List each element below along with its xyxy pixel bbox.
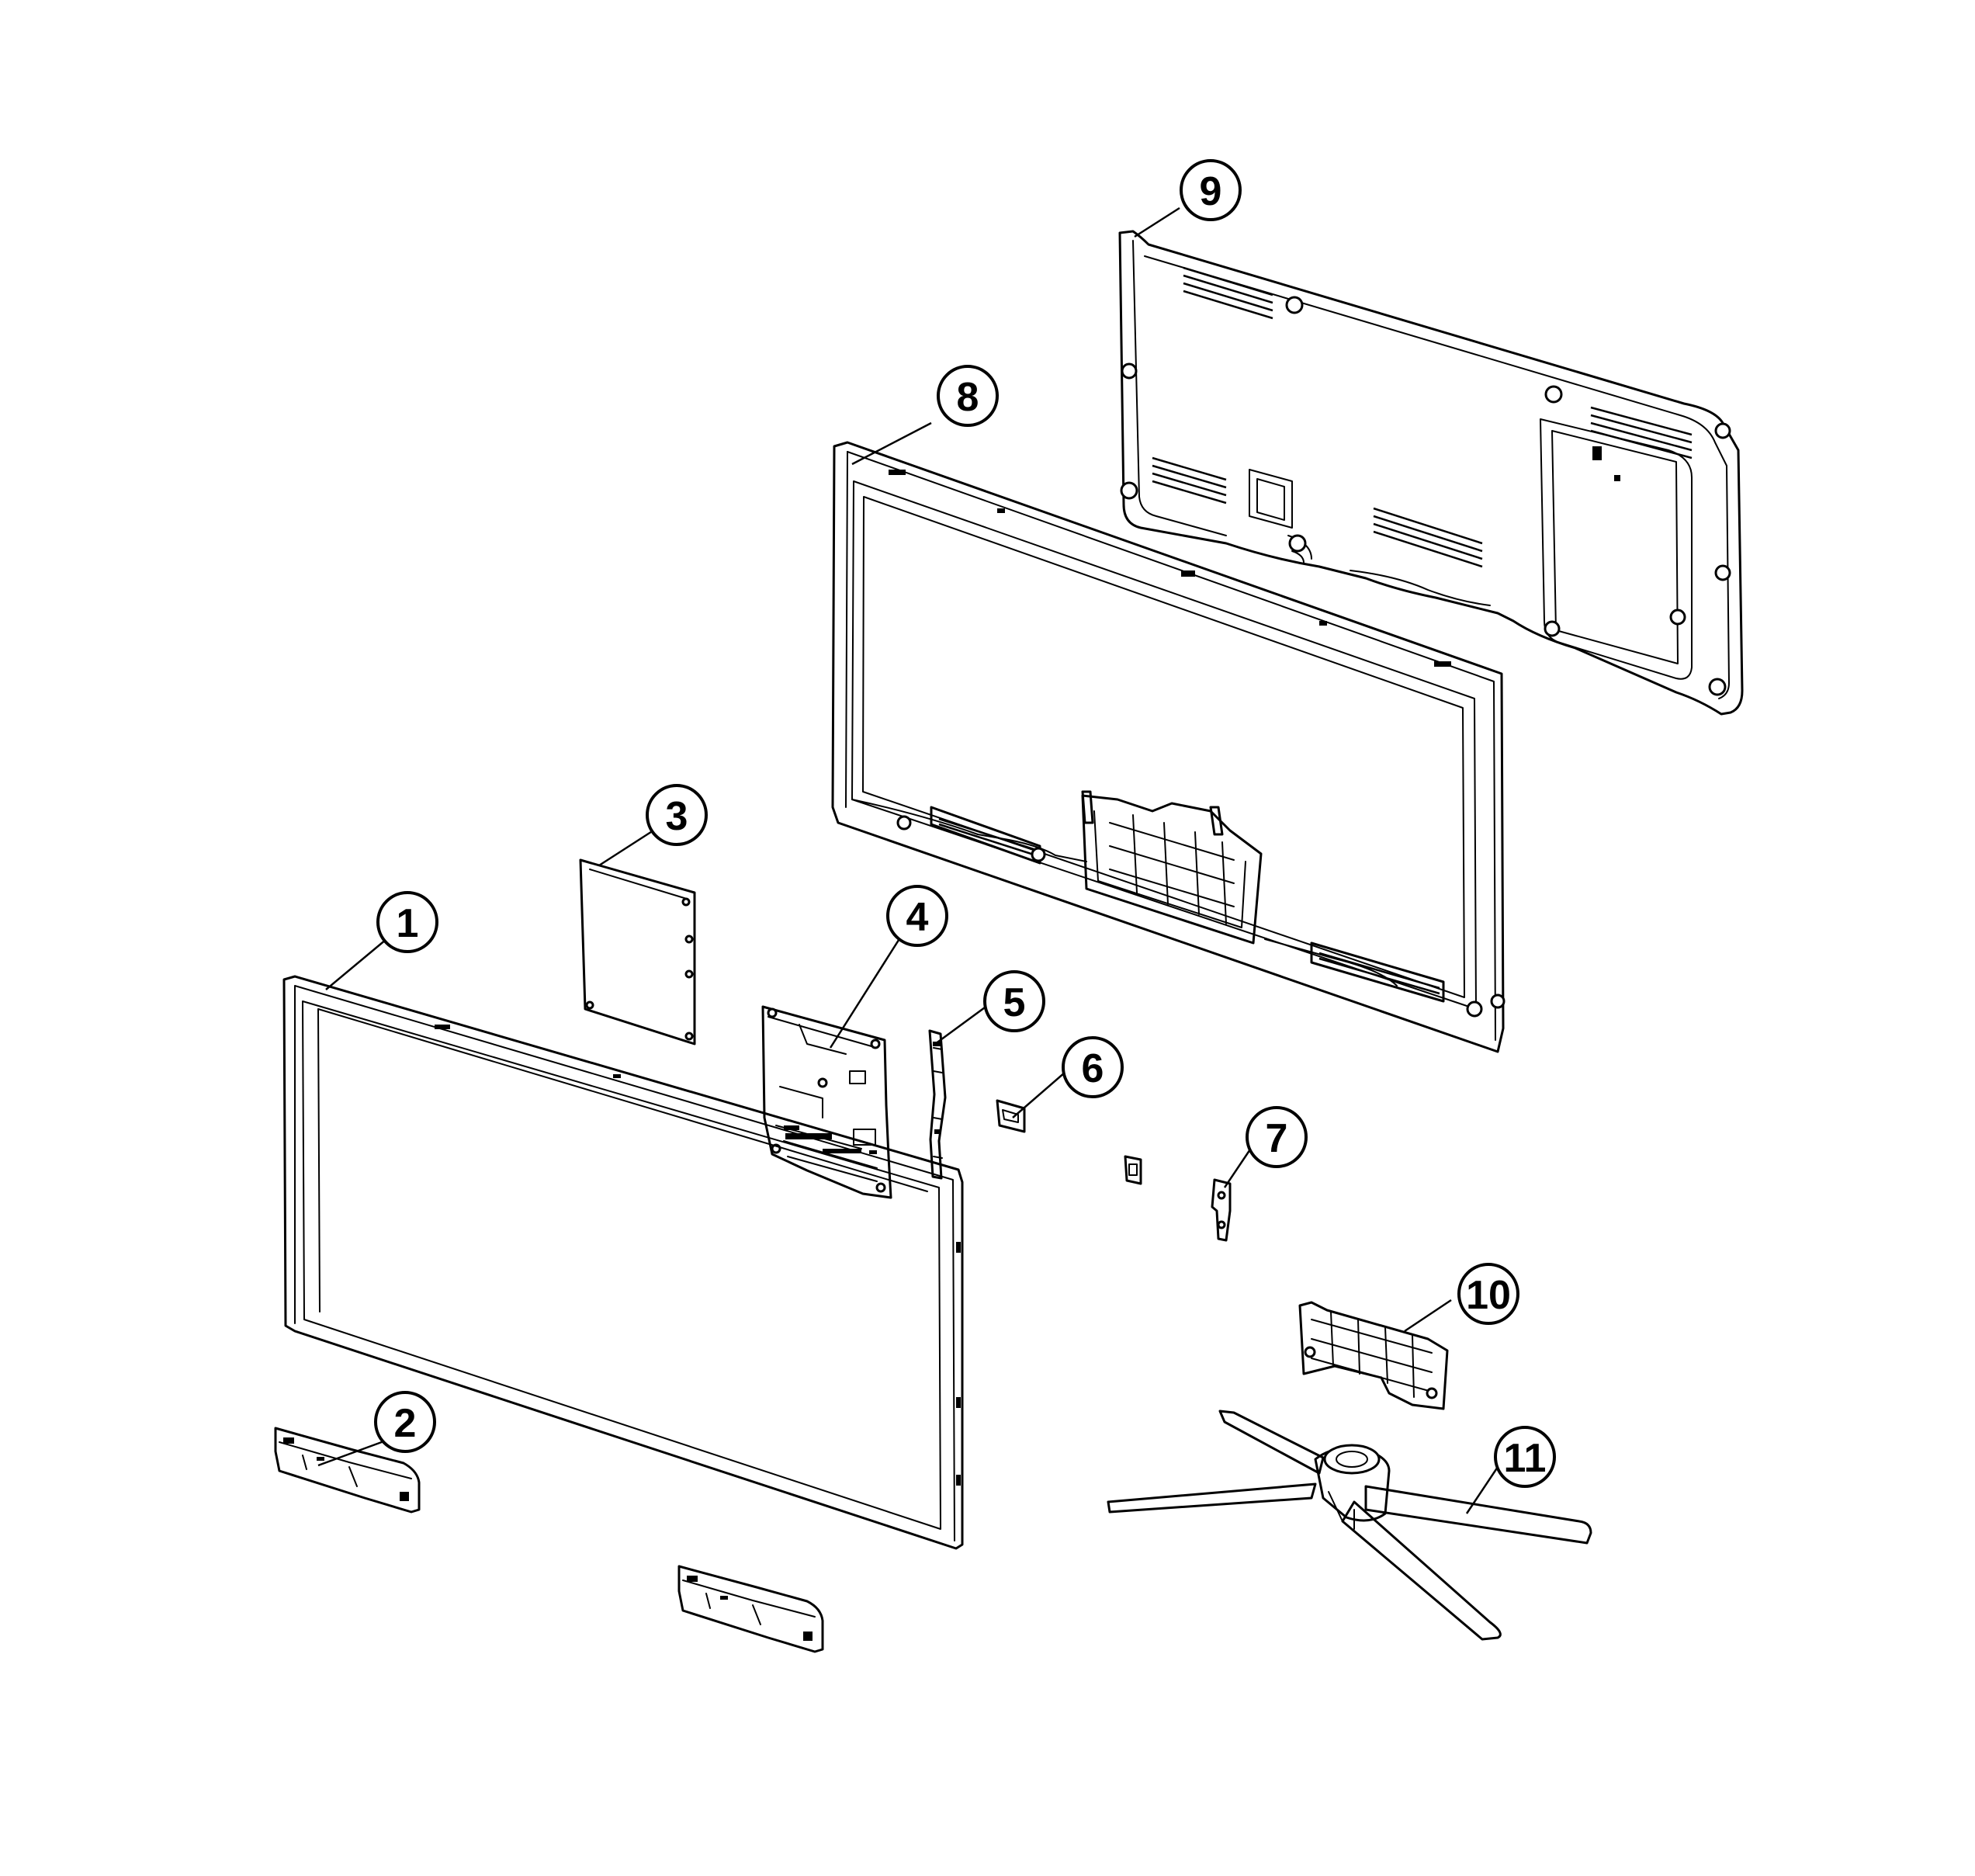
leader-6 <box>1012 1066 1072 1118</box>
svg-text:2: 2 <box>394 1401 417 1446</box>
callout-5: 5 <box>983 970 1045 1032</box>
leader-10 <box>1404 1299 1452 1333</box>
part-2-stand-holder <box>274 1427 421 1514</box>
svg-text:7: 7 <box>1266 1116 1288 1161</box>
leader-5 <box>934 1000 994 1045</box>
svg-text:8: 8 <box>957 375 979 420</box>
leader-8 <box>851 421 932 466</box>
svg-text:3: 3 <box>666 794 688 839</box>
svg-text:4: 4 <box>906 895 929 940</box>
leader-3 <box>598 827 657 867</box>
part-9-back-cover <box>1118 230 1744 716</box>
leader-9 <box>1134 206 1180 238</box>
frame-foot-slots <box>938 817 1440 995</box>
vent-slots-left <box>1152 456 1227 505</box>
leader-lines <box>317 206 1499 1514</box>
vent-slots-center <box>1373 507 1483 568</box>
callout-9: 9 <box>1180 159 1242 221</box>
leader-11 <box>1465 1466 1499 1514</box>
leader-2 <box>317 1438 389 1467</box>
callout-10: 10 <box>1457 1263 1519 1325</box>
svg-text:6: 6 <box>1082 1046 1104 1091</box>
callout-4: 4 <box>886 885 948 947</box>
leader-4 <box>829 937 902 1049</box>
part-6-small-bracket <box>996 1099 1026 1133</box>
callout-8: 8 <box>937 365 999 427</box>
part-10-stand-guide <box>1298 1301 1449 1410</box>
part-1-lcd-panel <box>282 975 964 1550</box>
svg-text:1: 1 <box>397 901 419 946</box>
callout-6: 6 <box>1062 1036 1124 1098</box>
part-3-shield-plate <box>579 858 696 1045</box>
part-11-tripod-stand <box>1107 1410 1592 1641</box>
part-7-ir-sensor <box>1124 1155 1232 1242</box>
svg-text:5: 5 <box>1003 980 1026 1025</box>
callout-11: 11 <box>1494 1426 1556 1488</box>
callout-1: 1 <box>376 891 438 953</box>
callout-2: 2 <box>374 1391 436 1453</box>
part-4-main-board <box>761 1005 892 1199</box>
svg-text:11: 11 <box>1504 1436 1547 1481</box>
svg-text:10: 10 <box>1466 1273 1511 1318</box>
vent-slots-top <box>1183 266 1273 320</box>
leader-1 <box>325 938 387 990</box>
vent-slots-right <box>1590 406 1693 459</box>
part-5-connector-strip <box>928 1029 947 1180</box>
callout-3: 3 <box>646 784 708 846</box>
part-2-stand-holder-second <box>677 1565 824 1653</box>
callout-7: 7 <box>1246 1106 1308 1168</box>
part-8-rear-frame <box>831 441 1506 1053</box>
svg-text:9: 9 <box>1200 169 1222 214</box>
